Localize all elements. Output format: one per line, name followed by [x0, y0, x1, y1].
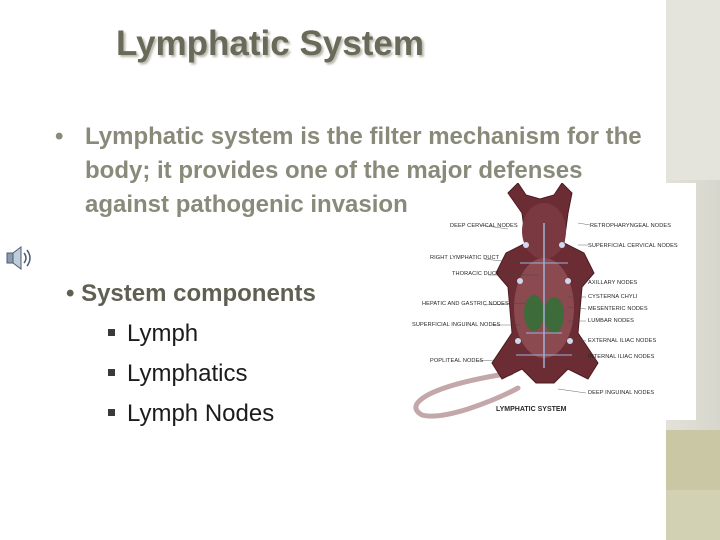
square-bullet-icon — [108, 329, 115, 337]
label-superficial-cervical-nodes: SUPERFICIAL CERVICAL NODES — [588, 243, 678, 249]
label-internal-iliac-nodes: INTERNAL ILIAC NODES — [588, 354, 655, 360]
rat-anatomy-illustration — [413, 183, 599, 419]
square-bullet-icon — [108, 369, 115, 377]
side-strip-block-top — [666, 0, 720, 180]
main-bullet: • Lymphatic system is the filter mechani… — [55, 120, 660, 222]
side-strip-block-accent — [666, 430, 720, 490]
label-axillary-nodes: AXILLARY NODES — [588, 280, 638, 286]
bullet-marker: • — [66, 280, 75, 307]
figure-caption: LYMPHATIC SYSTEM — [496, 406, 567, 413]
label-deep-cervical-nodes: DEEP CERVICAL NODES — [450, 223, 518, 229]
main-bullet-text: Lymphatic system is the filter mechanism… — [85, 123, 642, 218]
label-retropharyngeal-nodes: RETROPHARYNGEAL NODES — [590, 223, 672, 229]
sub-item-text: Lymph — [127, 320, 199, 347]
square-bullet-icon — [108, 409, 115, 417]
side-strip-block-bottom — [666, 490, 720, 540]
label-external-iliac-nodes: EXTERNAL ILIAC NODES — [588, 338, 657, 344]
sub-item-text: Lymph Nodes — [127, 400, 275, 427]
bullet-marker: • — [55, 123, 64, 150]
sub-item: Lymph Nodes — [108, 400, 274, 428]
label-popliteal-nodes: POPLITEAL NODES — [430, 358, 484, 364]
speaker-icon[interactable] — [4, 244, 34, 272]
label-hepatic-gastric-nodes: HEPATIC AND GASTRIC NODES — [422, 301, 509, 307]
sub-item: Lymph — [108, 320, 198, 348]
label-right-lymphatic-duct: RIGHT LYMPHATIC DUCT — [430, 255, 500, 261]
label-thoracic-duct: THORACIC DUCT — [452, 271, 500, 277]
lymphatic-system-figure: DEEP CERVICAL NODES RETROPHARYNGEAL NODE… — [408, 183, 696, 420]
sub-item-text: Lymphatics — [127, 360, 248, 387]
label-superficial-inguinal-nodes: SUPERFICIAL INGUINAL NODES — [412, 322, 501, 328]
components-bullet: • System components — [66, 280, 316, 308]
label-deep-inguinal-nodes: DEEP INGUINAL NODES — [588, 390, 655, 396]
components-bullet-text: System components — [81, 280, 316, 307]
label-lumbar-nodes: LUMBAR NODES — [588, 318, 634, 324]
slide-title: Lymphatic System — [116, 24, 424, 63]
label-cisterna-chyli: CYSTERNA CHYLI — [588, 294, 638, 300]
sub-item: Lymphatics — [108, 360, 248, 388]
label-mesenteric-nodes: MESENTERIC NODES — [588, 306, 648, 312]
